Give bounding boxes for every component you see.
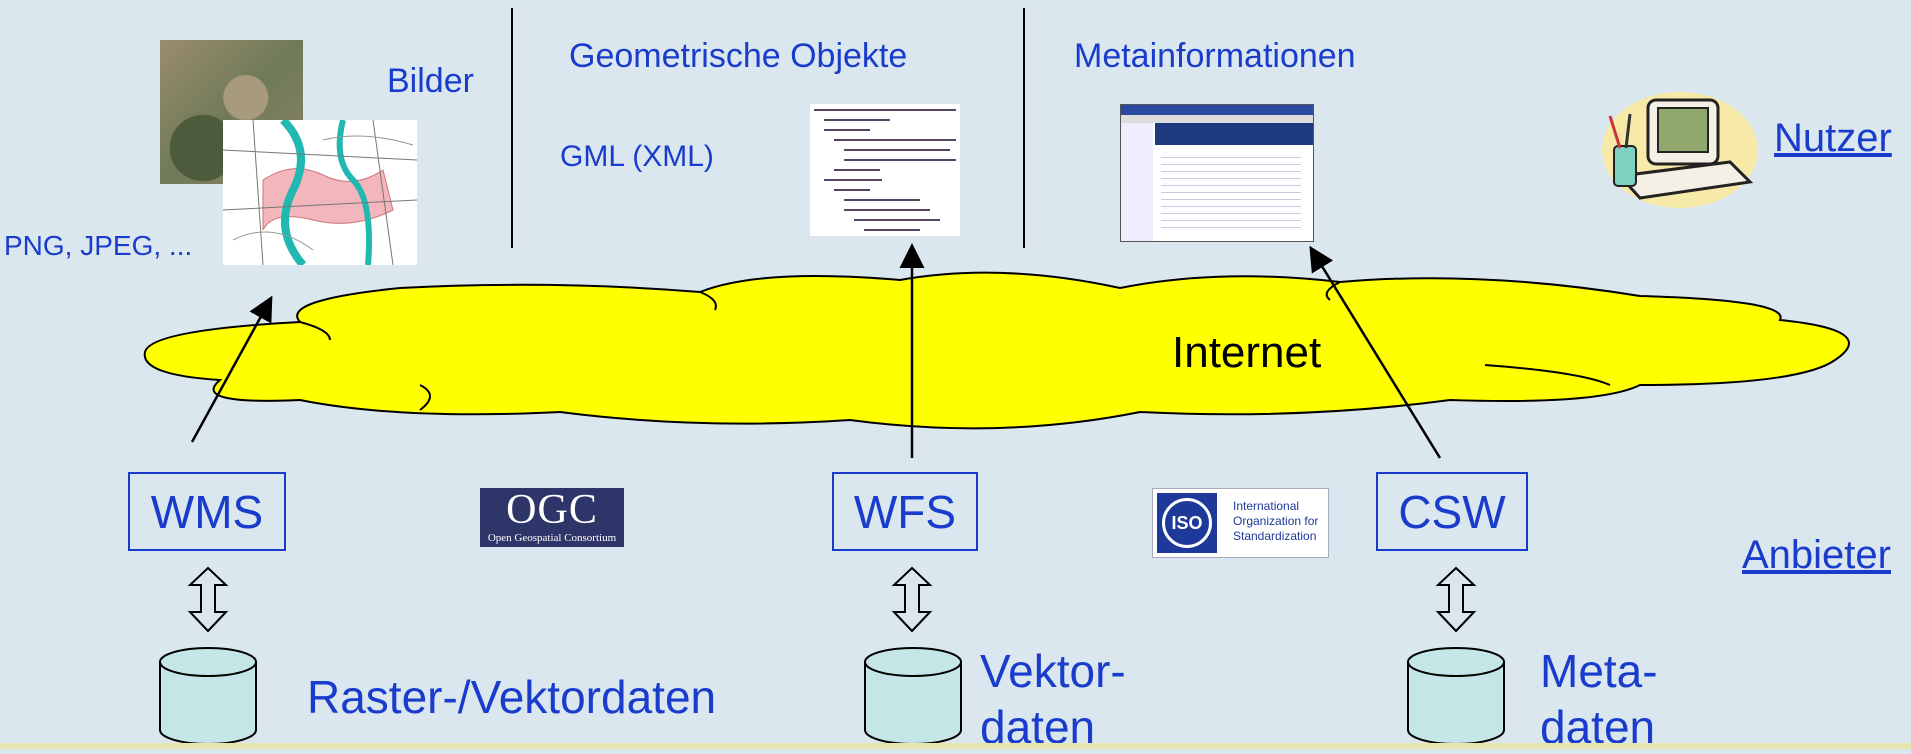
raster-format-label: PNG, JPEG, ... (4, 230, 193, 261)
separator-right (1023, 8, 1025, 248)
arrow-wms-to-bilder (190, 295, 273, 443)
double-arrow-csw (1435, 566, 1477, 633)
anbieter-link[interactable]: Anbieter (1742, 533, 1891, 577)
nutzer-link[interactable]: Nutzer (1774, 116, 1892, 160)
section-title-bilder: Bilder (387, 62, 474, 100)
separator-left (511, 8, 513, 248)
iso-logo-mark: ISO (1157, 493, 1217, 553)
iso-logo-text: ISO (1162, 498, 1212, 548)
iso-logo: ISO International Organization for Stand… (1152, 488, 1329, 558)
iso-line2: Organization for (1233, 514, 1319, 528)
internet-label: Internet (1172, 328, 1322, 377)
ogc-logo-mark: OGC (506, 487, 598, 533)
vektordaten-label-line1: Vektor- (980, 645, 1126, 697)
ogc-logo: OGC Open Geospatial Consortium (480, 488, 624, 547)
database-meta-cylinder (1407, 647, 1505, 745)
double-arrow-wms (187, 566, 229, 633)
gml-format-label: GML (XML) (560, 140, 714, 173)
footer-strip (0, 743, 1911, 749)
city-map-image (223, 120, 417, 265)
section-title-geometrische-objekte: Geometrische Objekte (569, 37, 908, 75)
wfs-service-box[interactable]: WFS (832, 472, 978, 551)
csw-service-box[interactable]: CSW (1376, 472, 1528, 551)
gml-xml-snippet-image (810, 104, 960, 236)
metadaten-label-line1: Meta- (1540, 645, 1658, 697)
raster-vektordaten-label: Raster-/Vektordaten (307, 671, 717, 723)
computer-user-icon (1600, 86, 1760, 212)
double-arrow-wfs (891, 566, 933, 633)
iso-line1: International (1233, 499, 1300, 513)
iso-line3: Standardization (1233, 529, 1317, 543)
metadata-catalog-screenshot (1120, 104, 1314, 242)
section-title-metainformationen: Metainformationen (1074, 37, 1356, 75)
database-vektor-cylinder (864, 647, 962, 745)
ogc-logo-subtitle: Open Geospatial Consortium (487, 532, 617, 544)
database-raster-cylinder (159, 647, 257, 745)
wms-service-box[interactable]: WMS (128, 472, 286, 551)
arrow-csw-to-metainfo (1309, 245, 1442, 459)
